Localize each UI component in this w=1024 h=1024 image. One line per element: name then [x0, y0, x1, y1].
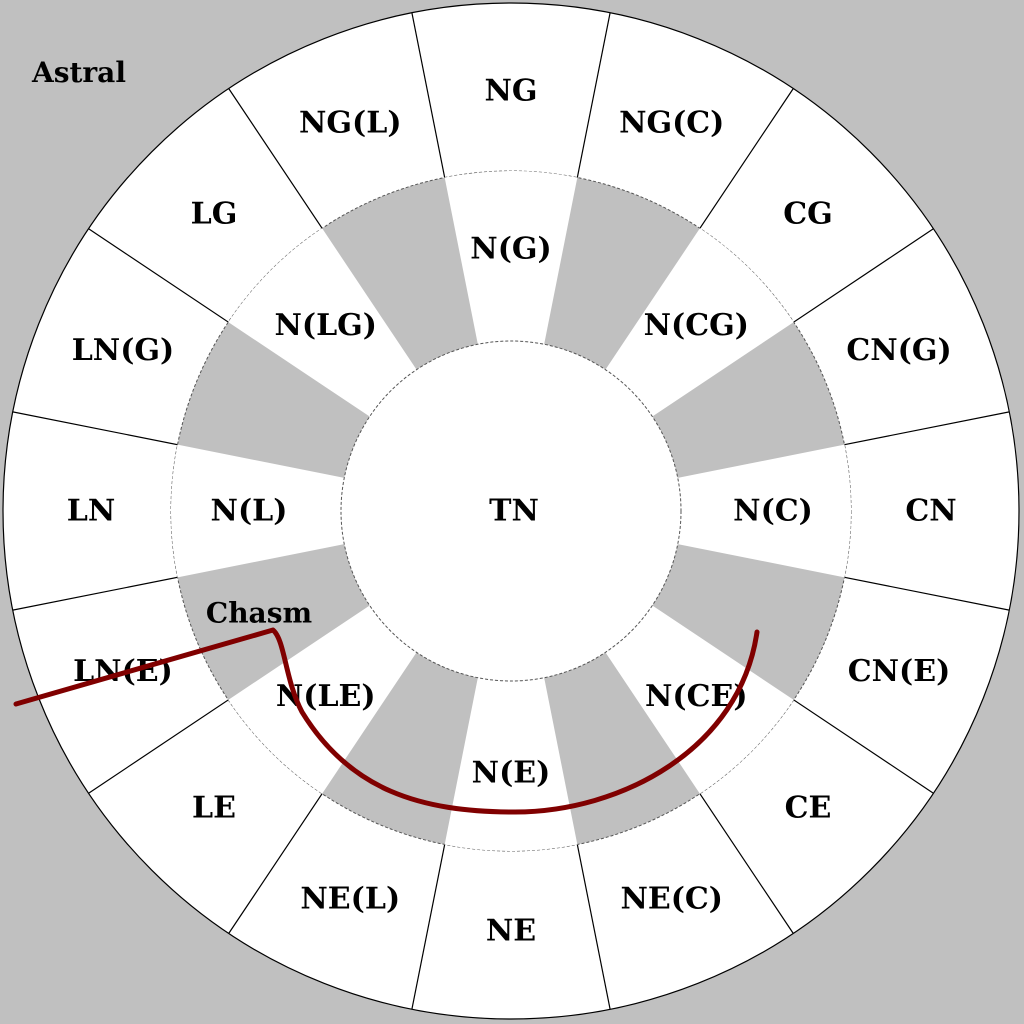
- inner-sector: [444, 171, 578, 345]
- center-disk: [340, 340, 682, 682]
- outer-label-lg: LG: [191, 197, 238, 232]
- inner-label-n-c: N(C): [733, 494, 813, 529]
- inner-sector: [677, 444, 851, 578]
- center-label: TN: [489, 494, 539, 529]
- inner-label-n-lg: N(LG): [274, 308, 377, 343]
- outer-label-ng: NG: [484, 74, 537, 109]
- inner-sector: [228, 228, 417, 417]
- inner-sector: [171, 444, 345, 578]
- outer-label-ln-g: LN(G): [72, 333, 175, 368]
- outer-label-cn-e: CN(E): [848, 654, 951, 689]
- inner-sector: [444, 677, 578, 851]
- inner-sector: [228, 605, 417, 794]
- outer-label-cn: CN: [905, 494, 956, 529]
- inner-label-n-l: N(L): [211, 494, 288, 529]
- outer-label-le: LE: [192, 790, 236, 825]
- outer-label-cn-g: CN(G): [846, 333, 951, 368]
- outer-label-ng-c: NG(C): [619, 105, 724, 140]
- chasm-label: Chasm: [206, 597, 312, 630]
- inner-ring-labels: N(G)N(CG)N(C)N(CE)N(E)N(LE)N(L)N(LG): [211, 232, 813, 791]
- inner-label-n-g: N(G): [470, 232, 551, 267]
- inner-label-n-e: N(E): [472, 756, 551, 791]
- outer-label-ne-l: NE(L): [300, 882, 400, 917]
- outer-label-ce: CE: [785, 790, 832, 825]
- inner-ring-sectors: [171, 171, 851, 851]
- inner-sector: [605, 228, 794, 417]
- inner-label-n-ce: N(CE): [645, 679, 748, 714]
- outer-label-cg: CG: [783, 197, 833, 232]
- chasm-path: [13, 627, 760, 815]
- outer-label-ng-l: NG(L): [299, 105, 402, 140]
- inner-sector: [605, 605, 794, 794]
- outer-label-ne-c: NE(C): [620, 882, 723, 917]
- outer-label-ln: LN: [67, 494, 116, 529]
- astral-label: Astral: [31, 56, 126, 89]
- inner-label-n-cg: N(CG): [644, 308, 749, 343]
- outer-label-ne: NE: [486, 914, 536, 949]
- outer-ring-labels: NG NG(C) CG CN(G) CN CN(E) CE NE(C) NE NE(L) LE LN(…: [67, 74, 957, 949]
